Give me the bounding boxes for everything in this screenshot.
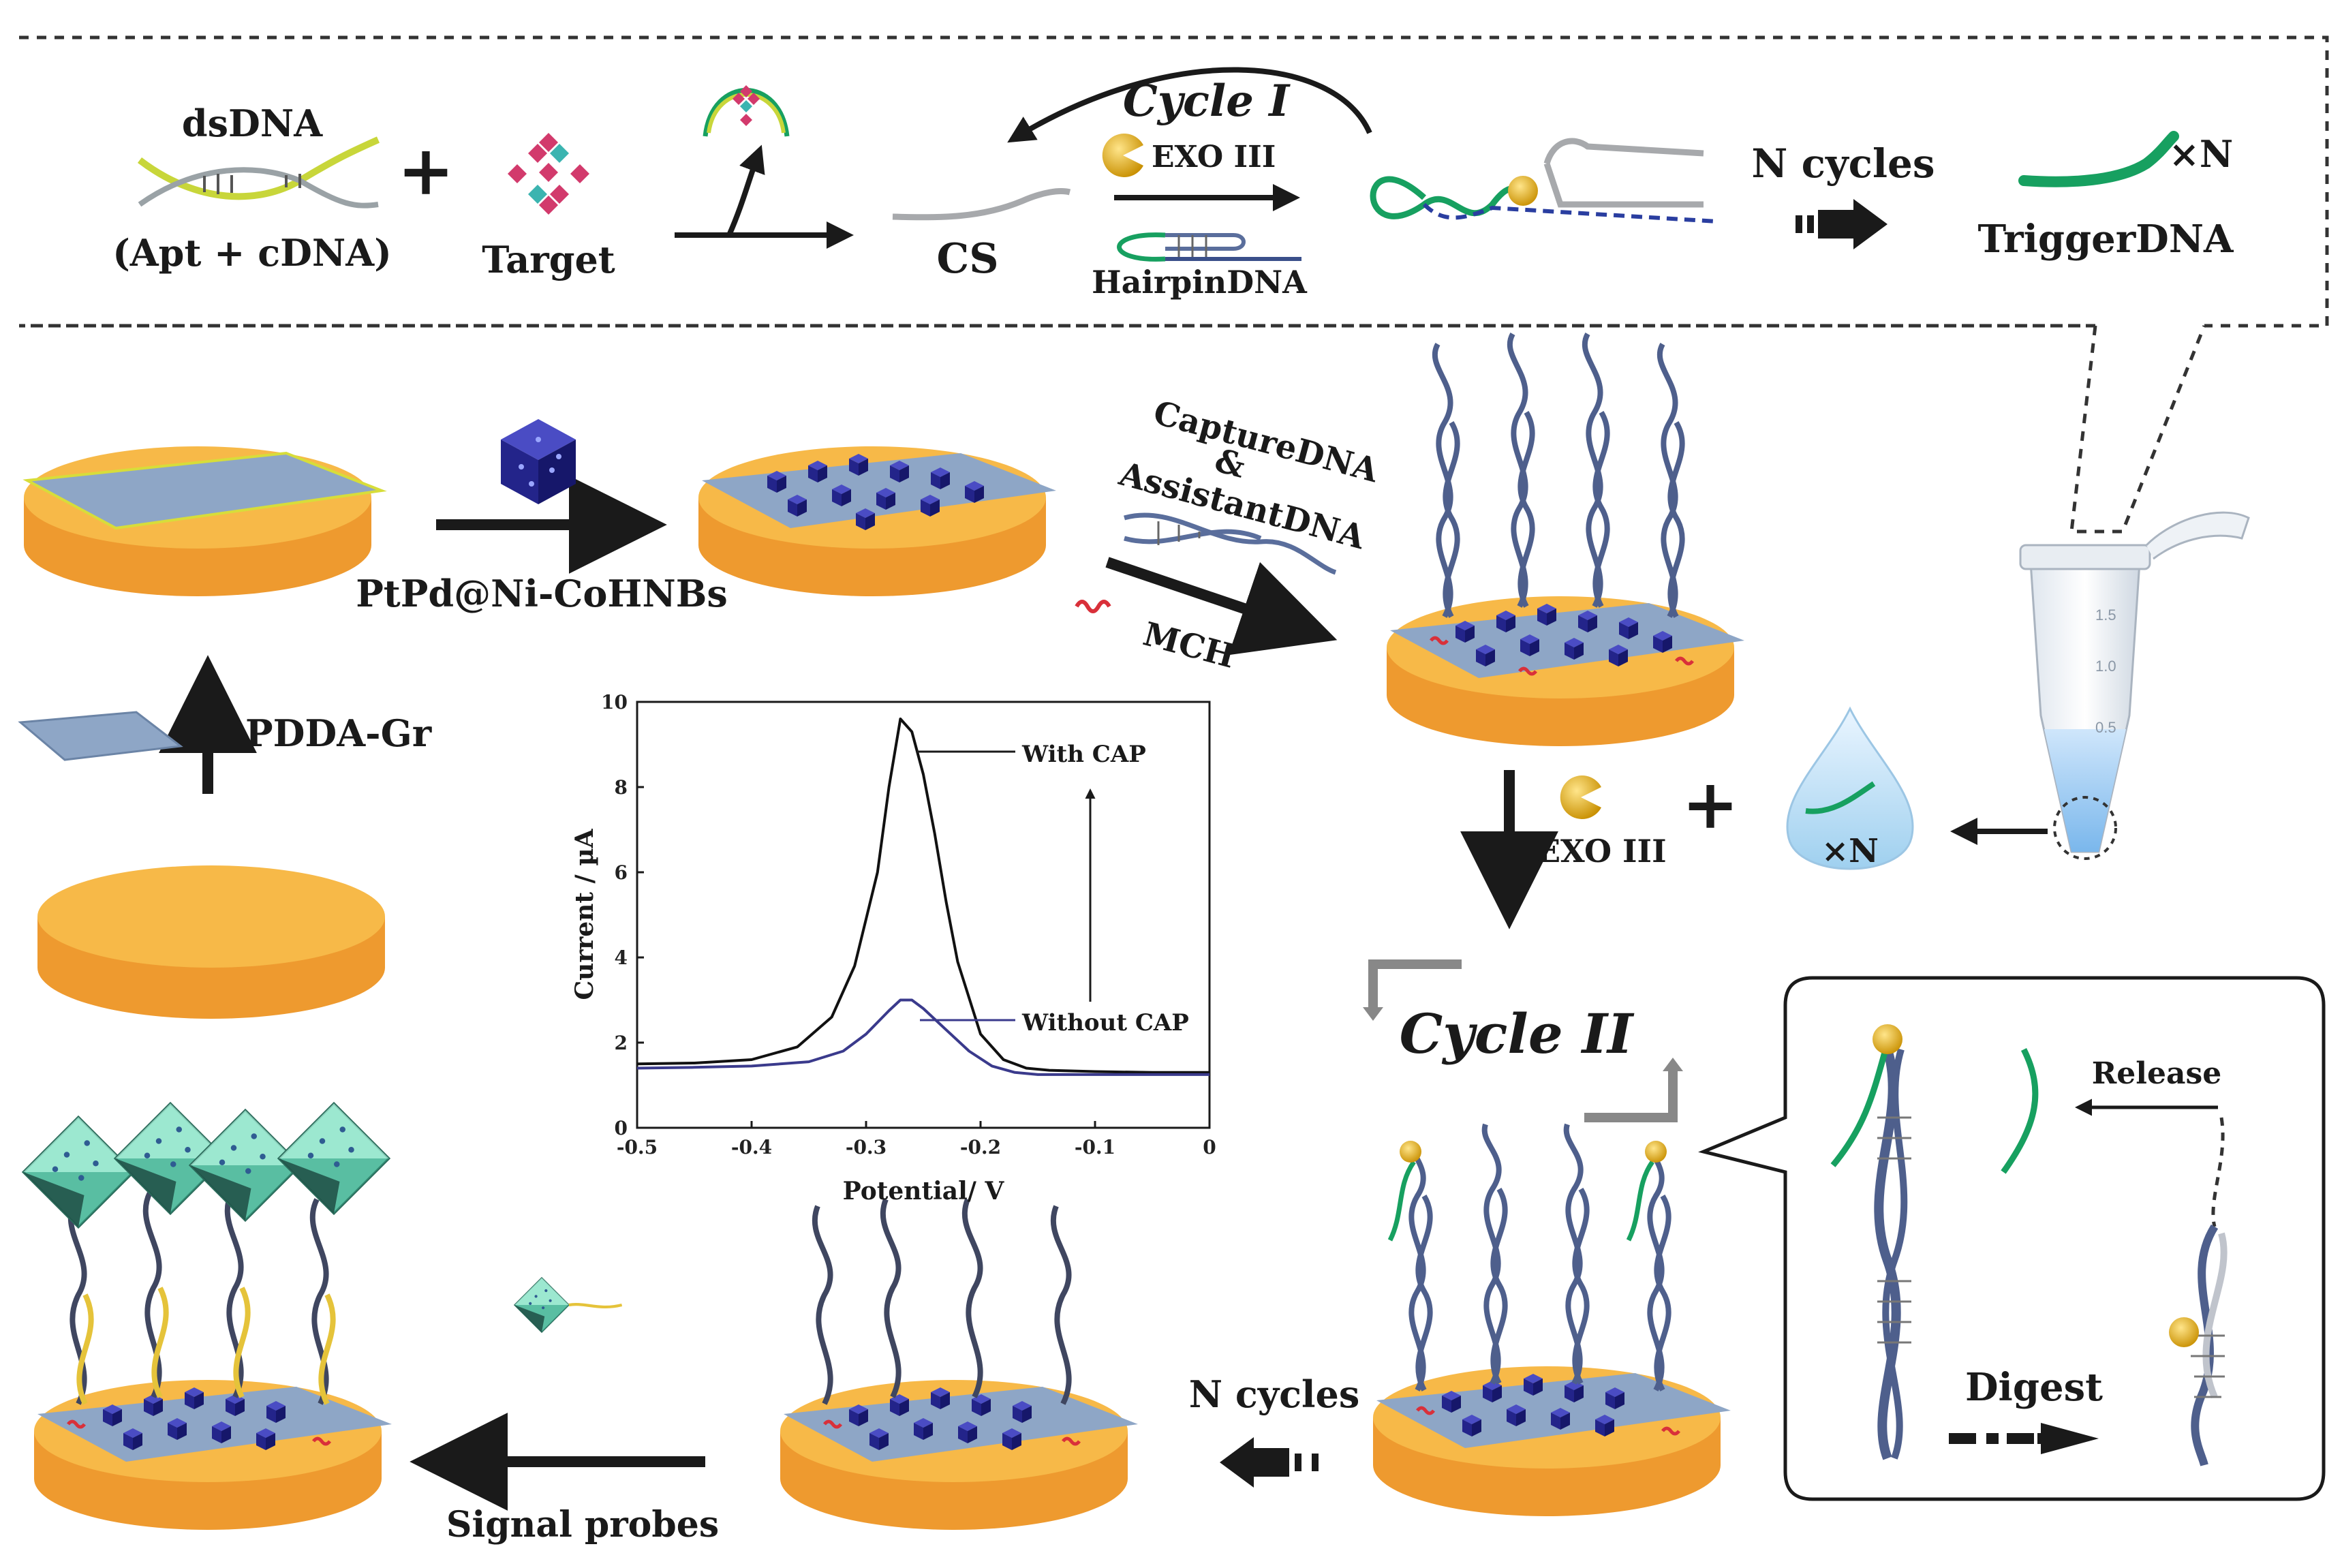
branch-arrow [726,144,765,236]
cycle2-bracket-right [1584,1070,1678,1122]
digested-electrode [780,1198,1138,1530]
y-tick-label: 2 [615,1032,628,1054]
target-molecule-icon [508,133,589,215]
ptpd-nanobox-icon [501,419,576,504]
chart-xlabel: Potential/ V [843,1177,1005,1205]
x-tick-label: -0.3 [846,1136,887,1158]
hairpin-label: HairpinDNA [1092,264,1308,301]
plus-step-label: + [1682,764,1739,844]
digest-arrow [1949,1423,2099,1454]
graphene-electrode [22,446,387,596]
n-cycles-top-arrow [1796,199,1888,249]
cs-strand-icon [892,188,1071,221]
trigger-dna-label: TriggerDNA [1977,217,2234,262]
inset-duplex-left [1830,1024,1911,1460]
droplet-icon [1786,706,1914,870]
y-tick-label: 8 [615,776,628,799]
y-tick-label: 0 [615,1117,628,1139]
centrifuge-tube-icon: 1.5 1.0 0.5 [2019,511,2250,860]
y-tick-label: 4 [615,947,628,969]
dsdna-label: dsDNA [182,102,323,145]
cycle2-bracket-left [1368,959,1462,1009]
mch-icon [1075,600,1111,613]
final-electrode [22,1102,392,1530]
top-panel-border [19,35,2329,328]
trigger-dna-icon [2018,131,2179,187]
times-n-label: ×N [2169,132,2234,176]
chart-ylabel: Current / µA [570,828,599,1000]
tube-mark-2: 1.0 [2095,658,2116,675]
n-cycles-top-label: N cycles [1751,140,1935,187]
series-line-0 [636,718,1209,1074]
capture-dna-icon [1124,512,1337,575]
cycle1-label: Cycle I [1123,76,1291,127]
aptamer-target-complex-icon [703,85,790,137]
x-tick-label: -0.2 [960,1136,1001,1158]
release-label: Release [2092,1056,2222,1091]
cycle2-label: Cycle II [1400,1002,1635,1066]
y-tick-label: 10 [601,691,628,713]
exo3-label: EXO III [1152,140,1276,174]
target-label: Target [482,238,615,281]
exo3-step-icon [1560,775,1601,819]
plus-sign: + [397,130,454,211]
n-cycles-bottom-label: N cycles [1189,1372,1360,1416]
legend-with-cap: With CAP [1021,741,1146,768]
nanocube-electrode [698,446,1056,596]
capture-electrode [1387,333,1744,746]
x-tick-label: -0.4 [731,1136,772,1158]
hairpin-dna-icon [1117,232,1301,262]
x-tick-label: 0 [1203,1136,1216,1158]
series-line-1 [636,998,1209,1076]
callout-tail [2069,325,2206,534]
digest-label: Digest [1965,1365,2103,1410]
graphene-sheet-icon [18,711,183,761]
x-tick-label: -0.5 [617,1136,658,1158]
tube-mark-3: 0.5 [2095,719,2116,736]
apt-cdna-label: (Apt + cDNA) [112,231,392,275]
x-tick-label: -0.1 [1075,1136,1115,1158]
n-cycles-bottom-arrow [1220,1437,1319,1488]
y-tick-label: 6 [615,861,628,884]
exo3-icon [1102,133,1143,177]
ptpd-label: PtPd@Ni-CoHNBs [356,572,728,615]
inset-bubble [1698,976,2326,1501]
dpv-chart: -0.5 -0.4 -0.3 -0.2 -0.1 0 0 2 4 6 8 10 Potential/ … [570,691,1216,1205]
signal-probes-label: Signal probes [446,1504,719,1546]
dsdna-icon [137,136,380,209]
released-trigger-icon [2001,1047,2039,1174]
tube-mark-1: 1.5 [2095,606,2116,624]
droplet-n-label: ×N [1821,832,1879,870]
cycle1-arrow [1007,67,1372,143]
signal-probe-icon [514,1277,623,1333]
capture-arrow [1105,557,1338,656]
legend-without-cap: Without CAP [1021,1009,1189,1036]
cycle-complex-icon [1370,138,1718,224]
cs-label: CS [936,235,998,283]
cycle2-electrode [1373,1123,1731,1516]
exo3-step-label: EXO III [1537,833,1667,870]
inset-duplex-right [2169,1117,2228,1466]
pdda-gr-label: PDDA-Gr [245,711,432,755]
bare-electrode [37,865,385,1019]
mch-label: MCH [1139,615,1239,675]
